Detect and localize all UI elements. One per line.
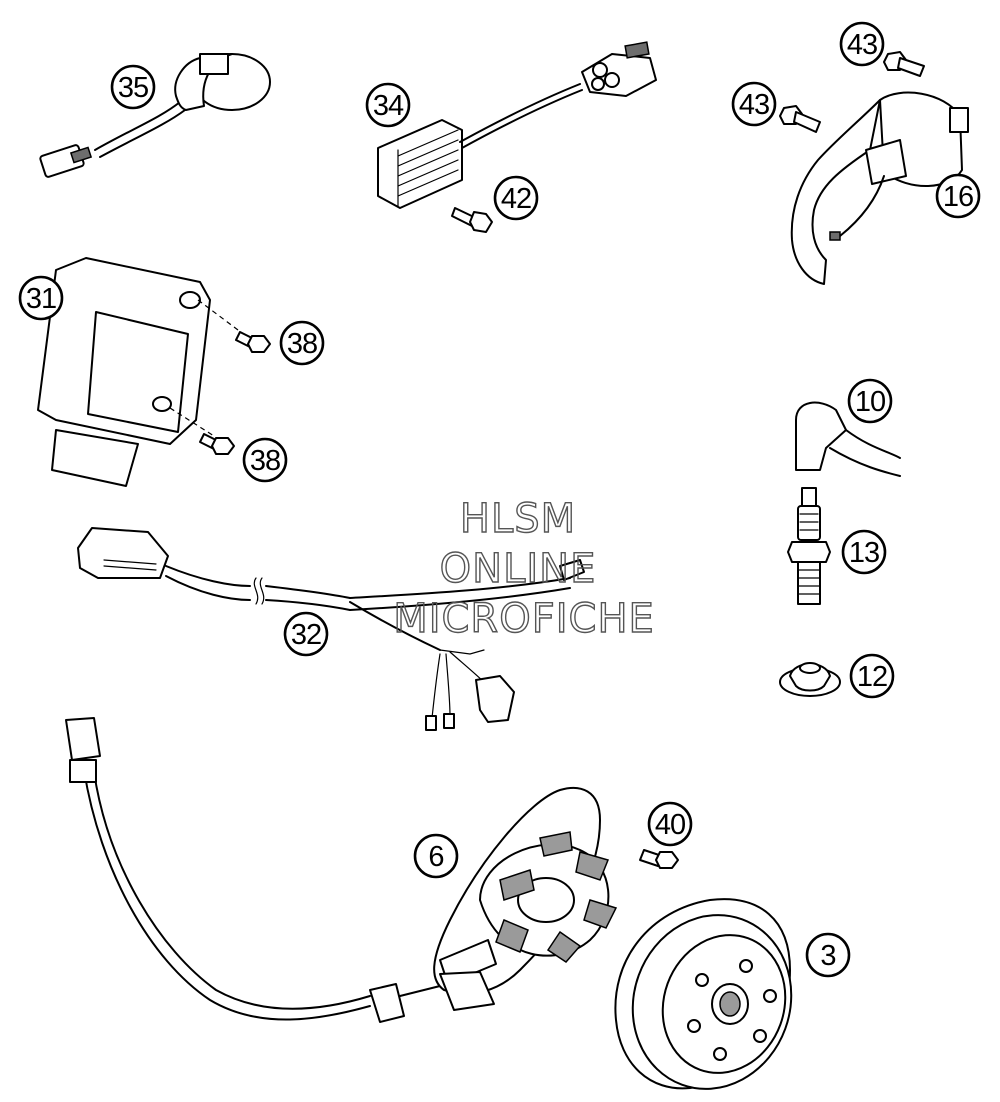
callout-13-label: 13 xyxy=(849,537,879,569)
callout-16: 16 xyxy=(935,173,981,219)
callout-12: 12 xyxy=(849,653,895,699)
part-3-flywheel xyxy=(614,898,793,1090)
callout-42-label: 42 xyxy=(501,183,531,215)
callout-40: 40 xyxy=(647,801,693,847)
callout-10-label: 10 xyxy=(855,386,885,418)
part-38-bolt-lower xyxy=(199,433,235,455)
part-35-capacitor xyxy=(39,53,271,178)
callout-16-label: 16 xyxy=(943,181,973,213)
callout-42: 42 xyxy=(493,175,539,221)
callout-43-upper: 43 xyxy=(839,21,885,67)
callout-32-label: 32 xyxy=(291,619,321,651)
callout-40-label: 40 xyxy=(655,809,685,841)
part-40-bolt xyxy=(639,849,679,869)
callout-35: 35 xyxy=(110,64,156,110)
callout-31-label: 31 xyxy=(26,283,56,315)
watermark-line-2: ONLINE xyxy=(440,546,597,592)
callout-13: 13 xyxy=(841,529,887,575)
part-43-bolt-upper xyxy=(883,51,925,77)
watermark-line-1: HLSM xyxy=(460,496,576,542)
part-38-bolt-upper xyxy=(235,331,271,353)
callout-34: 34 xyxy=(365,82,411,128)
part-34-regulator xyxy=(377,41,657,209)
watermark-line-3: MICROFICHE xyxy=(393,596,655,642)
callout-43-lower: 43 xyxy=(731,81,777,127)
part-6-stator xyxy=(65,717,618,1023)
callout-43-upper-label: 43 xyxy=(847,29,877,61)
watermark: HLSM ONLINE MICROFICHE xyxy=(392,495,655,642)
part-42-bolt xyxy=(451,207,493,233)
callout-3: 3 xyxy=(805,932,851,978)
callout-6-label: 6 xyxy=(428,841,443,873)
callout-35-label: 35 xyxy=(118,72,148,104)
part-16-ignition-coil xyxy=(790,91,969,285)
callout-38-lower-label: 38 xyxy=(250,445,280,477)
callout-38-upper: 38 xyxy=(279,320,325,366)
part-10-plug-cap xyxy=(795,401,901,477)
callout-6: 6 xyxy=(413,833,459,879)
callout-38-lower: 38 xyxy=(242,437,288,483)
callout-31: 31 xyxy=(18,275,64,321)
callout-34-label: 34 xyxy=(373,90,404,122)
part-13-spark-plug xyxy=(787,487,831,605)
callout-12-label: 12 xyxy=(857,661,887,693)
callout-43-lower-label: 43 xyxy=(739,89,769,121)
part-31-cdi-unit xyxy=(37,257,247,487)
callout-38-upper-label: 38 xyxy=(287,328,317,360)
part-32-wiring-harness xyxy=(77,527,585,731)
callout-32: 32 xyxy=(283,611,329,657)
callout-10: 10 xyxy=(847,378,893,424)
callout-3-label: 3 xyxy=(820,940,835,972)
part-43-bolt-lower xyxy=(779,105,821,133)
part-12-grommet xyxy=(779,662,841,697)
